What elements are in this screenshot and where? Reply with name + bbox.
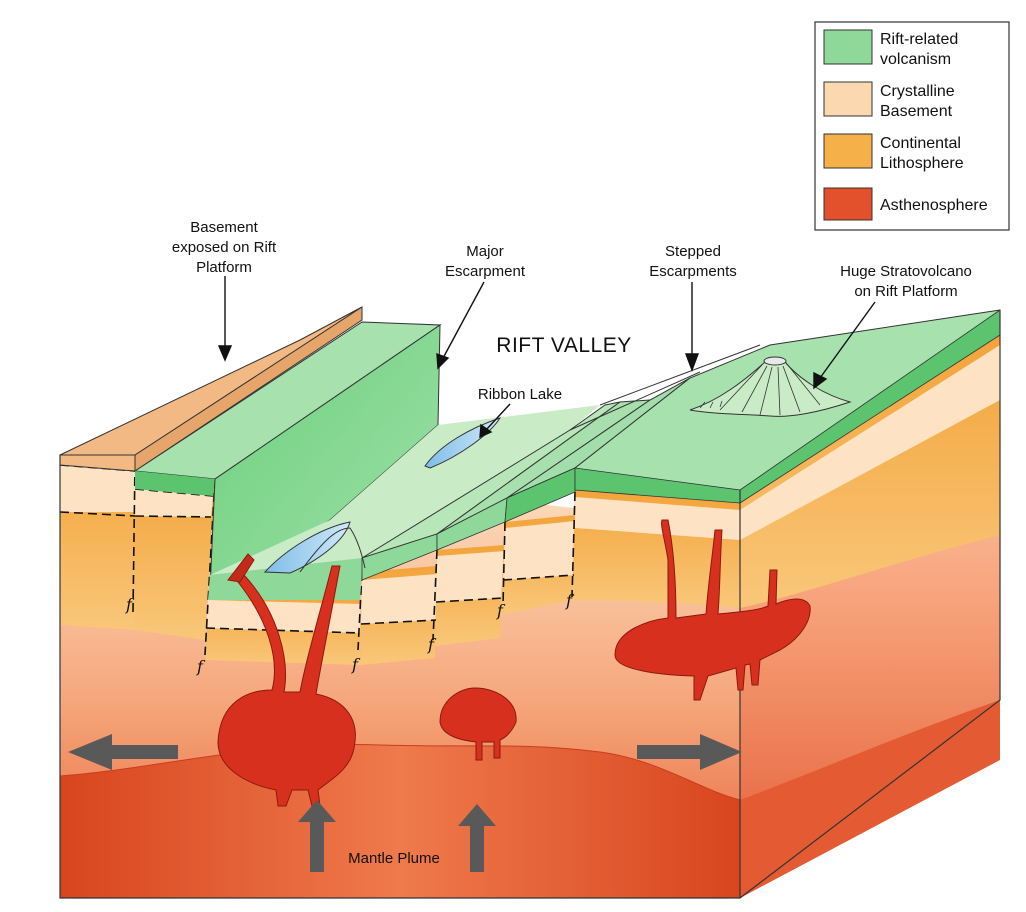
- label-stepped-escarpments: Stepped Escarpments: [649, 243, 737, 280]
- legend-swatch-lithosphere: [823, 133, 873, 169]
- label-stratovolcano: Huge Stratovolcano on Rift Platform: [840, 263, 972, 300]
- basement-valley-floor: [206, 600, 360, 633]
- svg-text:Platform: Platform: [196, 259, 252, 276]
- svg-text:f: f: [565, 591, 575, 610]
- basement-right-plateau: [575, 497, 740, 540]
- svg-text:f: f: [196, 657, 206, 676]
- ribbon-lake-lower: [263, 521, 351, 574]
- basement-step-2: [436, 551, 505, 602]
- arrow-right-extension: [637, 734, 742, 770]
- legend-swatch-volcanism: [823, 29, 873, 65]
- svg-text:on Rift Platform: on Rift Platform: [854, 283, 957, 300]
- arrow-plume-left: [298, 800, 336, 872]
- svg-text:volcanism: volcanism: [880, 51, 951, 68]
- svg-text:Huge Stratovolcano: Huge Stratovolcano: [840, 263, 972, 280]
- valley-floor-top: [210, 405, 600, 575]
- label-rift-valley: RIFT VALLEY: [496, 334, 631, 357]
- label-major-escarpment: Major Escarpment: [445, 243, 526, 280]
- svg-text:Escarpment: Escarpment: [445, 263, 526, 280]
- svg-text:Major: Major: [466, 243, 504, 260]
- leader-arrows: [217, 276, 876, 439]
- magma-dike-red-tip: [227, 553, 255, 583]
- svg-text:f: f: [125, 595, 135, 614]
- svg-text:Basement: Basement: [190, 219, 258, 236]
- magma-chamber-left: [217, 565, 356, 807]
- svg-text:Escarpments: Escarpments: [649, 263, 737, 280]
- svg-text:Crystalline: Crystalline: [880, 83, 955, 100]
- svg-text:Continental: Continental: [880, 135, 961, 152]
- svg-text:f: f: [351, 655, 361, 674]
- legend-swatch-basement: [823, 81, 873, 117]
- label-ribbon-lake: Ribbon Lake: [478, 386, 562, 403]
- svg-text:Asthenosphere: Asthenosphere: [880, 197, 988, 214]
- svg-text:f: f: [427, 635, 437, 654]
- magma-bodies: [217, 519, 811, 807]
- legend: Rift-related volcanism Crystalline Basem…: [814, 21, 1010, 231]
- svg-text:Stepped: Stepped: [665, 243, 721, 260]
- basement-right-side: [740, 345, 1000, 540]
- left-platform-volcanic-layer: [135, 471, 215, 496]
- svg-text:f: f: [496, 601, 506, 620]
- magma-chamber-centre: [439, 687, 517, 761]
- stratovolcano: [689, 356, 852, 417]
- basement-step-1: [361, 574, 437, 624]
- basement-block-2: [135, 489, 213, 517]
- label-basement: Basement exposed on Rift Platform: [172, 219, 277, 276]
- block-outline: [59, 310, 1001, 899]
- asthenosphere-deep: [60, 744, 740, 898]
- magma-chamber-right: [614, 519, 811, 701]
- basement-left-shoulder: [60, 465, 135, 512]
- basement-step-3: [503, 521, 575, 580]
- svg-text:exposed on Rift: exposed on Rift: [172, 239, 277, 256]
- arrows: [68, 734, 742, 872]
- legend-swatch-asthenosphere: [823, 187, 873, 221]
- arrow-left-extension: [68, 734, 178, 770]
- svg-text:Rift-related: Rift-related: [880, 31, 958, 48]
- svg-text:Lithosphere: Lithosphere: [880, 155, 964, 172]
- step-3-edge: [504, 467, 576, 523]
- arrow-plume-right: [458, 804, 496, 872]
- label-mantle-plume: Mantle Plume: [348, 850, 440, 867]
- svg-text:Basement: Basement: [880, 103, 953, 120]
- fault-labels: f f f f f f: [125, 591, 575, 676]
